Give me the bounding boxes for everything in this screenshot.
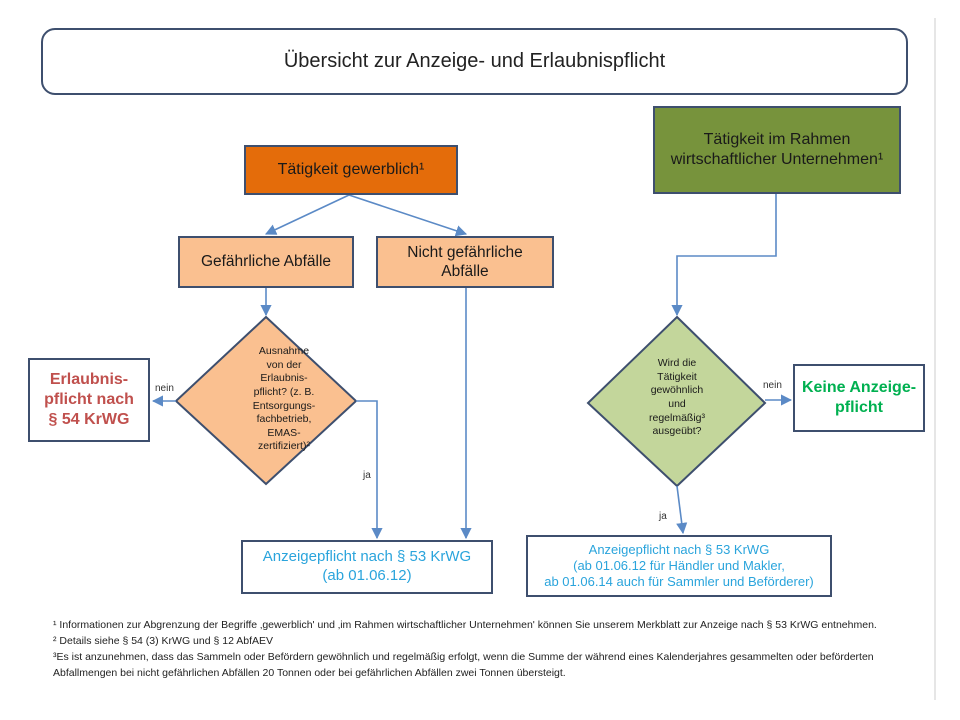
footnotes: ¹ Informationen zur Abgrenzung der Begri… xyxy=(53,618,913,682)
decision-left-label: Ausnahme von der Erlaubnis- pflicht? (z.… xyxy=(252,345,316,453)
node-keine-anzeigepflicht: Keine Anzeige- pflicht xyxy=(793,364,925,432)
connector-lines xyxy=(151,194,793,540)
edge-gewerblich-gefaehrlich xyxy=(264,194,350,235)
edge-label-right-ja: ja xyxy=(659,511,667,522)
node-wirtschaftliche-unternehmen: Tätigkeit im Rahmen wirtschaftlicher Unt… xyxy=(653,106,901,194)
node-unternehmen-label: Tätigkeit im Rahmen wirtschaftlicher Unt… xyxy=(670,131,884,168)
node-gefaehrliche-abfaelle: Gefährliche Abfälle xyxy=(178,236,354,288)
slide: Übersicht zur Anzeige- und Erlaubnispfli… xyxy=(22,18,936,700)
node-anzeige-left-label: Anzeigepflicht nach § 53 KrWG (ab 01.06.… xyxy=(262,548,472,584)
edge-gewerblich-nichtgef xyxy=(348,194,468,237)
edge-unternehmen-decision xyxy=(671,194,777,317)
node-erlaubnispflicht-label: Erlaubnis- pflicht nach § 54 KrWG xyxy=(44,371,134,428)
edge-label-left-ja: ja xyxy=(363,470,371,481)
footnote-1: ¹ Informationen zur Abgrenzung der Begri… xyxy=(53,619,877,631)
page-title: Übersicht zur Anzeige- und Erlaubnispfli… xyxy=(41,28,908,95)
node-keine-anzeige-label: Keine Anzeige- pflicht xyxy=(801,379,917,416)
edge-label-left-nein: nein xyxy=(155,383,174,394)
edge-left-ja xyxy=(356,400,383,540)
node-anzeigepflicht-left: Anzeigepflicht nach § 53 KrWG (ab 01.06.… xyxy=(241,540,493,594)
node-gewerblich: Tätigkeit gewerblich¹ xyxy=(244,145,458,195)
node-gewerblich-label: Tätigkeit gewerblich¹ xyxy=(277,161,425,178)
footnote-3: ³Es ist anzunehmen, dass das Sammeln ode… xyxy=(53,651,874,679)
decision-left-diamond xyxy=(174,315,358,486)
node-erlaubnispflicht: Erlaubnis- pflicht nach § 54 KrWG xyxy=(28,358,150,442)
node-nichtgef-label: Nicht gefährliche Abfälle xyxy=(407,243,523,280)
edge-right-ja xyxy=(676,485,688,535)
decision-right-label: Wird die Tätigkeit gewöhnlich und regelm… xyxy=(648,357,706,438)
node-anzeige-right-label: Anzeigepflicht nach § 53 KrWG (ab 01.06.… xyxy=(544,541,814,590)
node-anzeigepflicht-right: Anzeigepflicht nach § 53 KrWG (ab 01.06.… xyxy=(526,535,832,597)
node-nicht-gefaehrliche-abfaelle: Nicht gefährliche Abfälle xyxy=(376,236,554,288)
edge-label-right-nein: nein xyxy=(763,380,782,391)
footnote-2: ² Details siehe § 54 (3) KrWG und § 12 A… xyxy=(53,635,274,648)
node-gefaehrlich-label: Gefährliche Abfälle xyxy=(200,253,332,271)
